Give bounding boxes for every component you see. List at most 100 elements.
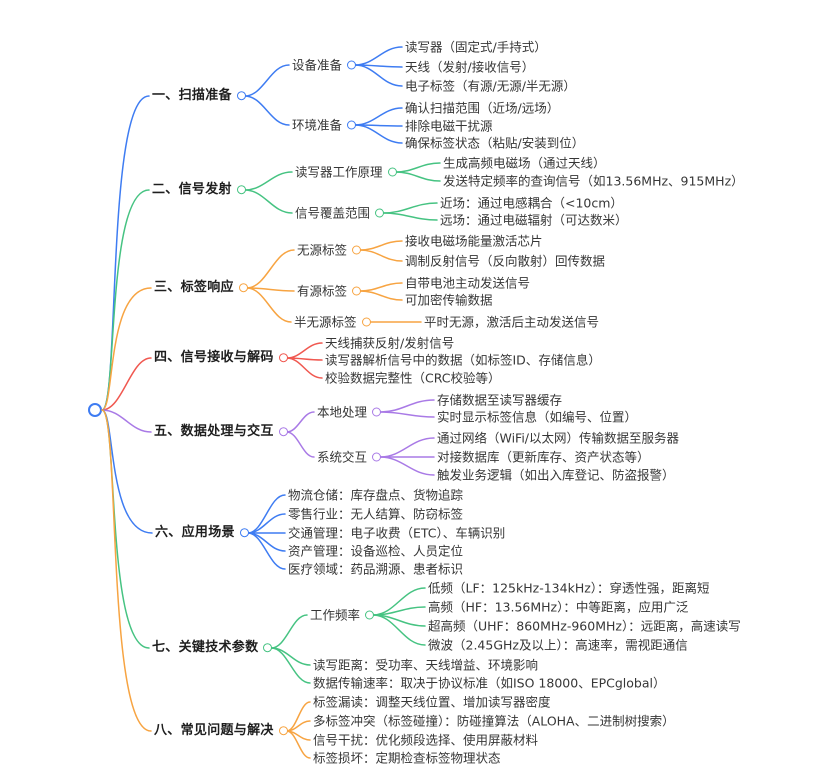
- leaf-node[interactable]: 物流仓储：库存盘点、货物追踪: [288, 488, 463, 503]
- leaf-node[interactable]: 接收电磁场能量激活芯片: [405, 234, 543, 249]
- collapse-circle-icon[interactable]: [347, 60, 357, 70]
- leaf-node[interactable]: 多标签冲突（标签碰撞）：防碰撞算法（ALOHA、二进制树搜索）: [313, 714, 675, 729]
- branch-node[interactable]: 三、标签响应: [154, 280, 248, 296]
- leaf-node[interactable]: 微波（2.45GHz及以上）：高速率，需视距通信: [428, 638, 688, 653]
- leaf-node[interactable]: 标签漏读：调整天线位置、增加读写器密度: [313, 695, 551, 710]
- collapse-circle-icon[interactable]: [278, 726, 288, 736]
- leaf-node[interactable]: 读写距离：受功率、天线增益、环境影响: [313, 658, 538, 673]
- connector-curve: [285, 431, 315, 458]
- leaf-node[interactable]: 资产管理：设备巡检、人员定位: [288, 544, 463, 559]
- branch-node[interactable]: 二、信号发射: [152, 182, 246, 198]
- topic-node[interactable]: 系统交互: [317, 450, 382, 465]
- branch-node[interactable]: 四、信号接收与解码: [154, 350, 288, 366]
- connector-curve: [354, 64, 403, 87]
- collapse-circle-icon[interactable]: [238, 283, 248, 293]
- leaf-node[interactable]: 天线（发射/接收信号）: [405, 60, 534, 75]
- leaf-node[interactable]: 超高频（UHF：860MHz-960MHz）：远距离，高速读写: [428, 619, 741, 634]
- node-label: 自带电池主动发送信号: [405, 275, 531, 291]
- connector-curve: [101, 409, 152, 433]
- leaf-node[interactable]: 发送特定频率的查询信号（如13.56MHz、915MHz）: [443, 174, 744, 189]
- leaf-node[interactable]: 确保标签状态（粘贴/安装到位）: [405, 136, 584, 151]
- leaf-node[interactable]: 自带电池主动发送信号: [405, 276, 530, 291]
- collapse-circle-icon[interactable]: [347, 120, 357, 130]
- topic-node[interactable]: 环境准备: [292, 118, 357, 133]
- leaf-node[interactable]: 数据传输速率：取决于协议标准（如ISO 18000、EPCglobal）: [313, 676, 666, 691]
- topic-node[interactable]: 本地处理: [317, 405, 382, 420]
- leaf-node[interactable]: 读写器解析信号中的数据（如标签ID、存储信息）: [325, 353, 601, 368]
- leaf-node[interactable]: 电子标签（有源/无源/半无源）: [405, 79, 576, 94]
- leaf-node[interactable]: 实时显示标签信息（如编号、位置）: [437, 410, 637, 425]
- leaf-node[interactable]: 对接数据库（更新库存、资产状态等）: [437, 450, 650, 465]
- topic-node[interactable]: 有源标签: [297, 283, 362, 299]
- node-label: 三、标签响应: [154, 280, 234, 296]
- node-label: 一、扫描准备: [152, 88, 232, 104]
- node-label: 可加密传输数据: [405, 292, 493, 308]
- collapse-circle-icon[interactable]: [239, 528, 249, 538]
- connector-curve: [382, 212, 438, 221]
- collapse-circle-icon[interactable]: [352, 245, 362, 255]
- leaf-node[interactable]: 调制反射信号（反向散射）回传数据: [405, 254, 605, 269]
- node-label: 七、关键技术参数: [152, 640, 259, 656]
- leaf-node[interactable]: 医疗领域：药品溯源、患者标识: [288, 562, 463, 577]
- node-label: 低频（LF：125kHz-134kHz）：穿透性强，距离短: [428, 580, 710, 596]
- branch-node[interactable]: 八、常见问题与解决: [154, 723, 288, 739]
- collapse-circle-icon[interactable]: [361, 317, 371, 327]
- collapse-circle-icon[interactable]: [372, 407, 382, 417]
- node-label: 工作频率: [310, 607, 361, 623]
- collapse-circle-icon[interactable]: [387, 167, 397, 177]
- connector-curve: [285, 357, 323, 379]
- collapse-circle-icon[interactable]: [365, 610, 375, 620]
- connector-curve: [246, 287, 292, 323]
- leaf-node[interactable]: 高频（HF：13.56MHz）：中等距离，应用广泛: [428, 600, 688, 615]
- branch-node[interactable]: 一、扫描准备: [152, 88, 246, 104]
- collapse-circle-icon[interactable]: [263, 643, 273, 653]
- leaf-node[interactable]: 可加密传输数据: [405, 293, 493, 308]
- leaf-node[interactable]: 信号干扰：优化频段选择、使用屏蔽材料: [313, 733, 538, 748]
- node-label: 触发业务逻辑（如出入库登记、防盗报警）: [437, 467, 675, 483]
- leaf-node[interactable]: 触发业务逻辑（如出入库登记、防盗报警）: [437, 468, 675, 483]
- topic-node[interactable]: 工作频率: [310, 607, 375, 623]
- node-label: 天线（发射/接收信号）: [405, 59, 535, 75]
- topic-node[interactable]: 设备准备: [292, 58, 357, 73]
- topic-node[interactable]: 半无源标签: [294, 315, 371, 330]
- connector-curve: [379, 456, 435, 476]
- collapse-circle-icon[interactable]: [278, 353, 288, 363]
- connector-curve: [101, 287, 152, 411]
- leaf-node[interactable]: 零售行业：无人结算、防窃标签: [288, 507, 463, 522]
- connector-curve: [394, 171, 441, 182]
- node-label: 物流仓储：库存盘点、货物追踪: [288, 487, 464, 503]
- node-label: 有源标签: [297, 283, 348, 299]
- root-node-circle[interactable]: [88, 403, 102, 417]
- leaf-node[interactable]: 交通管理：电子收费（ETC）、车辆识别: [288, 526, 505, 541]
- leaf-node[interactable]: 天线捕获反射/发射信号: [325, 336, 454, 351]
- leaf-node[interactable]: 远场：通过电磁辐射（可达数米）: [440, 213, 628, 228]
- leaf-node[interactable]: 生成高频电磁场（通过天线）: [443, 156, 606, 171]
- node-label: 交通管理：电子收费（ETC）、车辆识别: [288, 525, 506, 541]
- leaf-node[interactable]: 读写器（固定式/手持式）: [405, 40, 547, 55]
- collapse-circle-icon[interactable]: [236, 185, 246, 195]
- node-label: 信号覆盖范围: [295, 205, 371, 221]
- collapse-circle-icon[interactable]: [372, 452, 382, 462]
- leaf-node[interactable]: 确认扫描范围（近场/远场）: [405, 101, 559, 116]
- collapse-circle-icon[interactable]: [375, 208, 385, 218]
- leaf-node[interactable]: 标签损坏：定期检查标签物理状态: [313, 751, 501, 766]
- node-label: 标签损坏：定期检查标签物理状态: [313, 750, 501, 766]
- node-label: 确保标签状态（粘贴/安装到位）: [405, 135, 585, 151]
- collapse-circle-icon[interactable]: [236, 91, 246, 101]
- collapse-circle-icon[interactable]: [352, 286, 362, 296]
- leaf-node[interactable]: 平时无源，激活后主动发送信号: [424, 315, 599, 330]
- topic-node[interactable]: 信号覆盖范围: [295, 205, 385, 221]
- topic-node[interactable]: 读写器工作原理: [295, 165, 397, 180]
- leaf-node[interactable]: 低频（LF：125kHz-134kHz）：穿透性强，距离短: [428, 581, 710, 596]
- collapse-circle-icon[interactable]: [278, 427, 288, 437]
- branch-node[interactable]: 五、数据处理与交互: [154, 424, 288, 440]
- leaf-node[interactable]: 通过网络（WiFi/以太网）传输数据至服务器: [437, 431, 679, 446]
- leaf-node[interactable]: 近场：通过电感耦合（<10cm）: [440, 196, 623, 211]
- leaf-node[interactable]: 存储数据至读写器缓存: [437, 393, 562, 408]
- branch-node[interactable]: 七、关键技术参数: [152, 640, 273, 656]
- leaf-node[interactable]: 校验数据完整性（CRC校验等）: [325, 371, 501, 386]
- leaf-node[interactable]: 排除电磁干扰源: [405, 119, 493, 134]
- topic-node[interactable]: 无源标签: [297, 243, 362, 258]
- branch-node[interactable]: 六、应用场景: [155, 525, 249, 541]
